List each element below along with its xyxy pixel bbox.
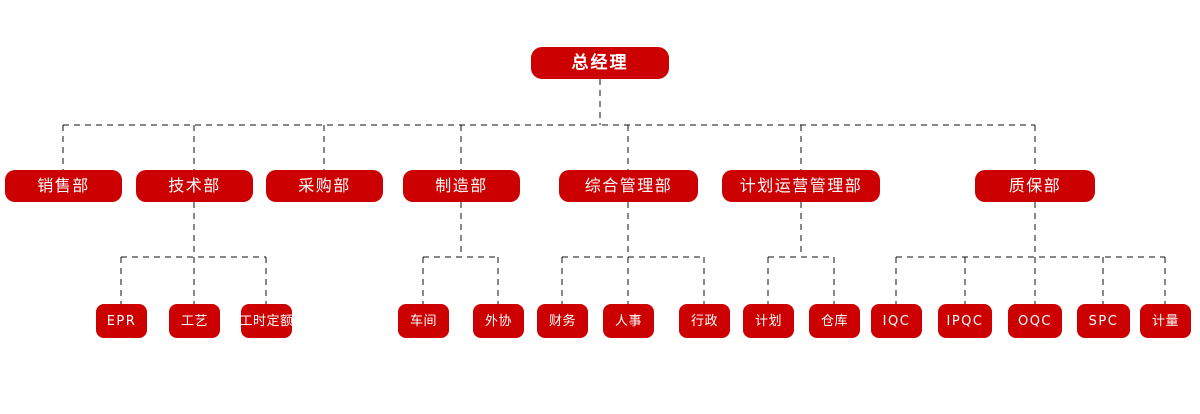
node-dept-manufacturing[interactable]: 制造部 xyxy=(403,170,520,202)
node-sub-iqc[interactable]: IQC xyxy=(871,304,922,338)
node-label: 总经理 xyxy=(571,52,629,73)
node-sub-ipqc[interactable]: IPQC xyxy=(938,304,992,338)
node-label: IPQC xyxy=(946,313,984,329)
node-dept-quality-assurance[interactable]: 质保部 xyxy=(975,170,1095,202)
node-label: 质保部 xyxy=(1008,176,1062,195)
node-sub-spc[interactable]: SPC xyxy=(1077,304,1130,338)
node-general-manager[interactable]: 总经理 xyxy=(531,47,669,79)
node-sub-epr[interactable]: EPR xyxy=(96,304,147,338)
node-dept-general-management[interactable]: 综合管理部 xyxy=(559,170,698,202)
node-sub-hr[interactable]: 人事 xyxy=(603,304,654,338)
node-label: OQC xyxy=(1017,313,1053,329)
node-label: 制造部 xyxy=(435,176,488,195)
node-sub-metrology[interactable]: 计量 xyxy=(1140,304,1191,338)
node-label: IQC xyxy=(882,313,911,329)
node-label: 采购部 xyxy=(298,176,351,195)
node-dept-planning-operations[interactable]: 计划运营管理部 xyxy=(722,170,880,202)
node-label: 人事 xyxy=(614,313,642,329)
node-sub-administration[interactable]: 行政 xyxy=(679,304,730,338)
node-label: 计划 xyxy=(754,313,782,329)
node-label: 外协 xyxy=(484,313,512,329)
node-dept-tech[interactable]: 技术部 xyxy=(136,170,253,202)
node-label: 财务 xyxy=(548,313,576,329)
node-sub-warehouse[interactable]: 仓库 xyxy=(809,304,860,338)
node-dept-purchase[interactable]: 采购部 xyxy=(266,170,383,202)
node-dept-sales[interactable]: 销售部 xyxy=(5,170,122,202)
node-label: 工时定额 xyxy=(239,313,294,329)
node-sub-outsourcing[interactable]: 外协 xyxy=(473,304,524,338)
node-sub-planning[interactable]: 计划 xyxy=(743,304,794,338)
node-sub-work-hour-quota[interactable]: 工时定额 xyxy=(239,304,294,338)
node-label: 计量 xyxy=(1151,313,1179,329)
node-label: 仓库 xyxy=(820,313,848,329)
node-label: 工艺 xyxy=(180,313,208,329)
node-label: EPR xyxy=(106,313,137,329)
node-sub-oqc[interactable]: OQC xyxy=(1008,304,1062,338)
node-sub-workshop[interactable]: 车间 xyxy=(398,304,449,338)
node-label: 计划运营管理部 xyxy=(739,176,863,195)
node-label: SPC xyxy=(1088,313,1119,329)
node-label: 行政 xyxy=(690,313,718,329)
node-label: 车间 xyxy=(409,313,437,329)
node-label: 销售部 xyxy=(37,176,90,195)
node-label: 技术部 xyxy=(168,176,221,195)
node-label: 综合管理部 xyxy=(584,176,673,195)
node-sub-finance[interactable]: 财务 xyxy=(537,304,588,338)
node-sub-craft[interactable]: 工艺 xyxy=(169,304,220,338)
